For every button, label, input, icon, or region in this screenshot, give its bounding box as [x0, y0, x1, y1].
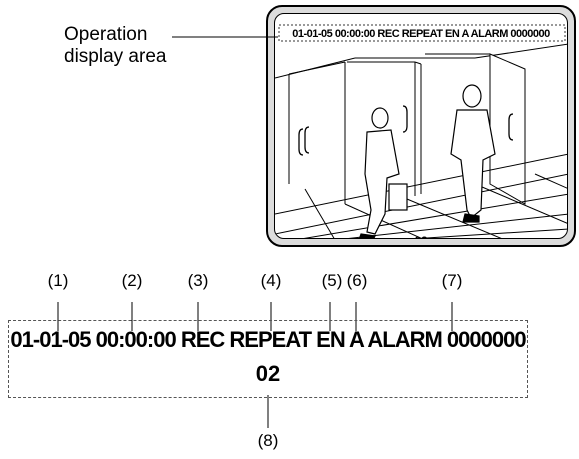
- osd-time: 00:00:00: [95, 327, 177, 352]
- marker-leaders: [57, 302, 453, 428]
- marker-2: (2): [121, 271, 143, 290]
- monitor-screen: 01-01-05 00:00:00 REC REPEAT EN A ALARM …: [274, 13, 568, 239]
- callout-line-2: display area: [64, 46, 167, 67]
- person-left: [359, 107, 408, 238]
- osd-en: EN: [316, 327, 346, 352]
- osd-alarm: ALARM 0000000: [367, 327, 526, 352]
- marker-7: (7): [441, 271, 463, 290]
- osd-enlarged-line: 01-01-05 00:00:00 REC REPEAT EN A ALARM …: [8, 327, 528, 353]
- osd-a: A: [349, 327, 364, 352]
- monitor: 01-01-05 00:00:00 REC REPEAT EN A ALARM …: [266, 5, 576, 247]
- door-handles: [298, 105, 514, 156]
- callout-label: Operation display area: [64, 24, 166, 68]
- marker-1: (1): [47, 271, 69, 290]
- osd-rec: REC: [180, 327, 225, 352]
- marker-8: (8): [257, 431, 279, 450]
- osd-date: 01-01-05: [10, 327, 91, 352]
- marker-5: (5): [321, 271, 343, 290]
- osd-camera-number: 02: [255, 361, 281, 386]
- screen-camera-number: 02: [275, 234, 567, 238]
- person-right: [450, 84, 496, 223]
- osd-repeat: REPEAT: [229, 327, 312, 352]
- scene-illustration: [275, 24, 567, 238]
- marker-3: (3): [187, 271, 209, 290]
- marker-4: (4): [260, 271, 282, 290]
- osd-enlarged-frame: [8, 320, 528, 398]
- screen-osd-box: [278, 24, 566, 42]
- corridor-lines: [275, 43, 567, 238]
- callout-line-1: Operation: [64, 24, 148, 45]
- screen-osd-line: 01-01-05 00:00:00 REC REPEAT EN A ALARM …: [292, 28, 550, 40]
- marker-6: (6): [346, 271, 368, 290]
